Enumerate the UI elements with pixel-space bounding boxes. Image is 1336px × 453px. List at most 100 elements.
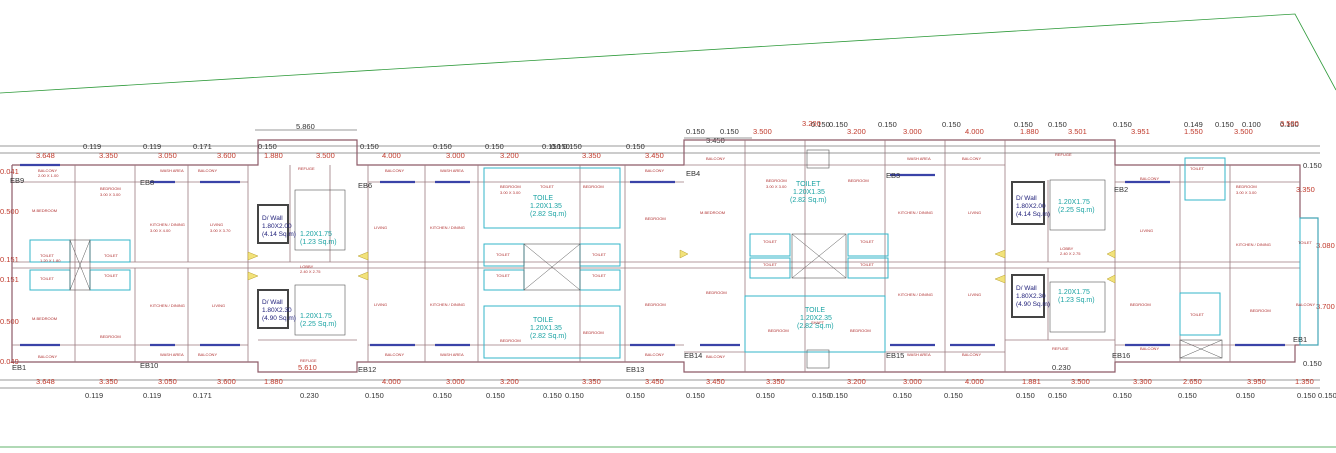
doors <box>247 249 1116 284</box>
dim-bottom-small: 0.150 <box>1178 391 1197 400</box>
dim-top: 3.500 <box>753 127 772 136</box>
toilet-title: TOILE <box>805 307 825 314</box>
dim-left: 0.500 <box>0 207 19 216</box>
dim-bottom: 3.350 <box>582 377 601 386</box>
top-red-dimensions: 3.648 3.350 3.050 3.600 1.880 3.500 4.00… <box>36 119 1299 160</box>
dim-left: 0.151 <box>0 255 19 264</box>
dim-left: 0.041 <box>0 167 19 176</box>
room-label: BALCONY <box>706 354 725 359</box>
room-size: 2.40 X 2.75 <box>1060 251 1081 256</box>
room-size: 3.00 X 3.00 <box>766 184 787 189</box>
dim-bottom-small: 0.150 <box>829 391 848 400</box>
dim-bottom-small: 0.150 <box>486 391 505 400</box>
room-label: WASH AREA <box>440 352 464 357</box>
beam-label: EB6 <box>358 181 372 190</box>
toilet-size: 1.20X2.35 <box>800 315 832 322</box>
dim-top-small: 0.150 <box>686 127 705 136</box>
room-label: TOILET <box>104 273 118 278</box>
toilet-size: 1.20X1.35 <box>530 203 562 210</box>
room-label: TOILET <box>592 252 606 257</box>
room-label: BALCONY <box>962 352 981 357</box>
lift-labels: 1.20X1.75 (1.23 Sq.m) 1.20X1.75 (2.25 Sq… <box>300 199 1095 328</box>
room-label: LOBBY <box>1060 246 1074 251</box>
toilet-title: TOILET <box>796 181 821 188</box>
dim-right: 3.700 <box>1316 302 1335 311</box>
dim-bottom: 3.648 <box>36 377 55 386</box>
room-label: BEDROOM <box>848 178 869 183</box>
room-label: REFUGE <box>298 166 315 171</box>
dim-top: 3.200 <box>500 151 519 160</box>
dim-top-small: 0.119 <box>143 142 161 151</box>
beam-label: EB1 <box>1293 335 1307 344</box>
dim-left: 0.049 <box>0 357 19 366</box>
room-size: 2.00 X 1.00 <box>38 173 59 178</box>
d-wall-label: D/ Wall <box>262 299 283 306</box>
room-label: BALCONY <box>1296 302 1315 307</box>
room-label: BEDROOM <box>583 184 604 189</box>
beam-label: EB9 <box>10 176 24 185</box>
dim-bottom: 1.881 <box>1022 377 1041 386</box>
room-label: REFUGE <box>1055 152 1072 157</box>
room-label: BALCONY <box>385 352 404 357</box>
shafts <box>69 233 1223 359</box>
room-label: WASH AREA <box>907 156 931 161</box>
bottom-red-dimensions: 3.648 3.350 3.050 3.600 1.880 5.610 4.00… <box>36 363 1314 386</box>
room-label: KITCHEN / DINING <box>430 302 465 307</box>
room-label: BALCONY <box>385 168 404 173</box>
room-label: REFUGE <box>300 358 317 363</box>
lift-size: 1.20X1.75 <box>1058 199 1090 206</box>
room-label: WASH AREA <box>160 352 184 357</box>
dim-bottom-small: 0.150 <box>756 391 775 400</box>
dim-bottom-small: 0.150 <box>1016 391 1035 400</box>
dim-top: 1.880 <box>1020 127 1039 136</box>
d-wall-label: D/ Wall <box>1016 195 1037 202</box>
room-label: BALCONY <box>706 156 725 161</box>
dim-top-small: 0.150 <box>811 120 830 129</box>
dim-bottom: 3.000 <box>446 377 465 386</box>
dim-top-small: 0.150 <box>258 142 277 151</box>
dim-bottom: 3.450 <box>645 377 664 386</box>
dim-bottom-small: 0.150 <box>433 391 452 400</box>
room-label: BEDROOM <box>500 184 521 189</box>
room-label: TOILET <box>40 253 54 258</box>
toilet-area: (2.82 Sq.m) <box>530 211 567 218</box>
dim-bottom-small: 0.119 <box>143 391 161 400</box>
d-wall-area: (4.14 Sq.m) <box>262 231 296 238</box>
room-label: BEDROOM <box>645 216 666 221</box>
room-label: BEDROOM <box>100 186 121 191</box>
dim-top: 3.500 <box>1280 119 1299 128</box>
toilet-area: (2.82 Sq.m) <box>797 323 834 330</box>
dim-top: 1.880 <box>264 151 283 160</box>
room-label: M.BEDROOM <box>32 316 57 321</box>
overall-dimension-top: 5.860 <box>296 122 315 131</box>
dim-top-small: 0.150 <box>626 142 645 151</box>
room-label: TOILET <box>1298 240 1312 245</box>
lift-area: (1.23 Sq.m) <box>300 239 337 246</box>
room-label: M.BEDROOM <box>700 210 725 215</box>
dim-top-small: 0.150 <box>829 120 848 129</box>
dim-top-small: 0.119 <box>83 142 101 151</box>
beam-label: EB2 <box>1114 185 1128 194</box>
room-label: BEDROOM <box>768 328 789 333</box>
dim-bottom-small: 0.150 <box>543 391 562 400</box>
dim-bottom: 3.500 <box>1071 377 1090 386</box>
dim-top-small: 0.171 <box>193 142 212 151</box>
dim-top: 3.600 <box>217 151 236 160</box>
room-label: M.BEDROOM <box>32 208 57 213</box>
dim-left: 0.151 <box>0 275 19 284</box>
dim-bottom-small: 0.150 <box>1113 391 1132 400</box>
dim-bottom: 3.200 <box>500 377 519 386</box>
dim-top-right-partial: 0.150 <box>1280 120 1299 129</box>
beam-label: EB3 <box>886 171 900 180</box>
d-wall-label: D/ Wall <box>1016 285 1037 292</box>
toilet-cores <box>29 157 1319 359</box>
dim-bottom: 3.950 <box>1247 377 1266 386</box>
room-label: LIVING <box>374 302 387 307</box>
room-label: BALCONY <box>962 156 981 161</box>
dim-left: 0.500 <box>0 317 19 326</box>
room-label: WASH AREA <box>907 352 931 357</box>
dim-bottom: 3.350 <box>766 377 785 386</box>
beam-label: EB12 <box>358 365 376 374</box>
room-label: BEDROOM <box>766 178 787 183</box>
